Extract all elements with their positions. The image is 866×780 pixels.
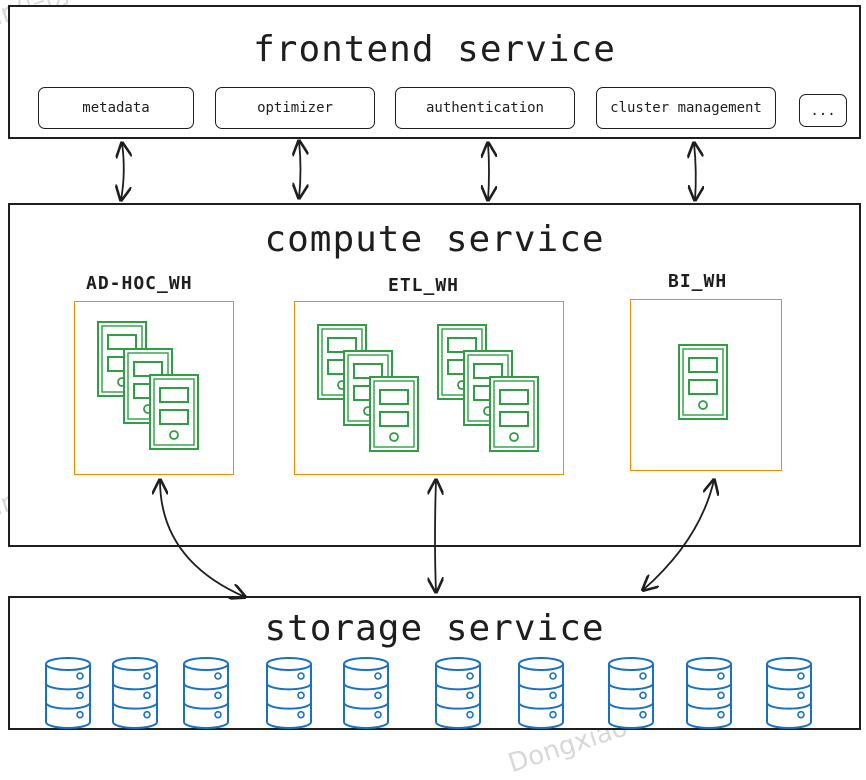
diagram-overlay (45, 0, 812, 729)
database-icon (608, 657, 654, 729)
module-metadata: metadata (38, 87, 194, 129)
database-icon (112, 657, 158, 729)
compute-node-icon (369, 376, 419, 452)
frontend-service-panel: frontend service metadata optimizer auth… (8, 5, 861, 139)
module-more: ... (799, 94, 847, 127)
module-authentication: authentication (395, 87, 575, 129)
compute-node-icon (149, 374, 199, 450)
database-icon (686, 657, 732, 729)
database-icon (266, 657, 312, 729)
arrow-frontend-compute (121, 143, 124, 200)
warehouse-label-bi: BI_WH (668, 271, 728, 292)
storage-service-title: storage service (264, 608, 605, 649)
arrow-compute-storage (160, 480, 245, 597)
arrow-frontend-compute (488, 143, 489, 200)
arrow-compute-storage (435, 480, 436, 592)
arrow-frontend-compute (694, 143, 696, 200)
database-icon (45, 657, 91, 729)
database-icon (435, 657, 481, 729)
database-icon (766, 657, 812, 729)
arrow-frontend-compute (299, 141, 301, 198)
compute-service-title: compute service (264, 219, 605, 260)
database-icon (343, 657, 389, 729)
database-icon (183, 657, 229, 729)
compute-node-icon (678, 344, 728, 420)
module-cluster-management: cluster management (596, 87, 776, 129)
module-optimizer: optimizer (215, 87, 375, 129)
warehouse-label-adhoc: AD-HOC_WH (86, 273, 193, 294)
frontend-service-title: frontend service (253, 29, 616, 70)
arrow-compute-storage (643, 480, 714, 590)
warehouse-label-etl: ETL_WH (388, 275, 460, 296)
compute-node-icon (489, 376, 539, 452)
database-icon (518, 657, 564, 729)
